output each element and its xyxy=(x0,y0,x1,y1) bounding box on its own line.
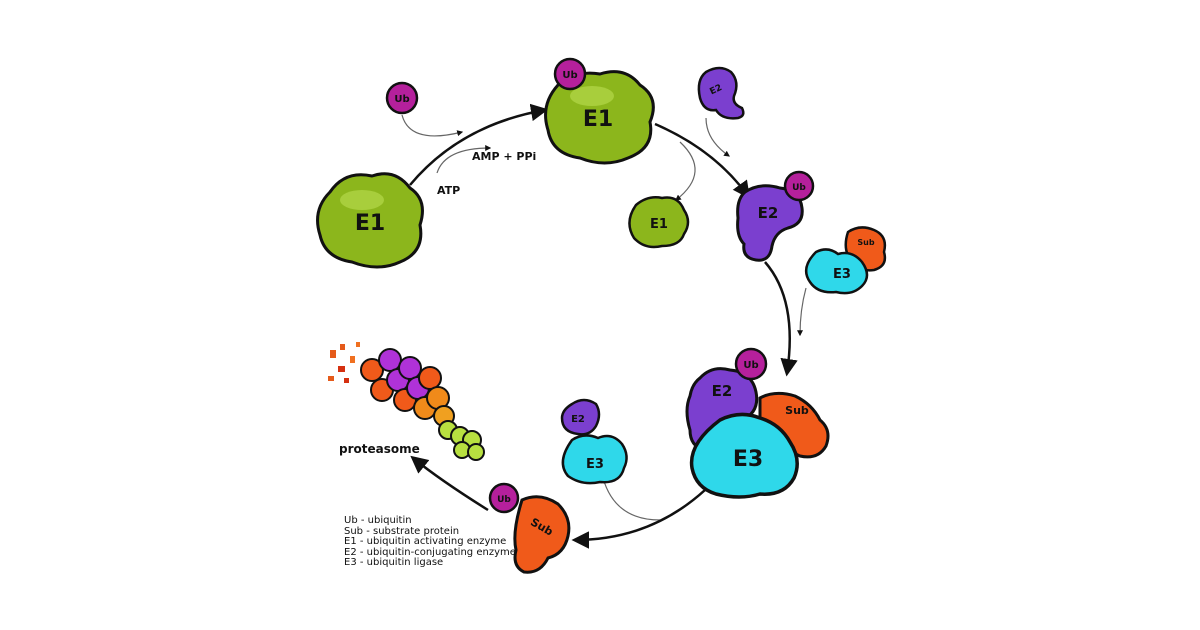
e2-label: E2 xyxy=(571,414,585,425)
e2-label: E2 xyxy=(758,204,779,222)
arrow-e1-activation xyxy=(409,103,549,186)
amp-ppi-label: AMP + PPi xyxy=(472,150,536,163)
e1-label: E1 xyxy=(650,217,668,232)
arrow-ub-in xyxy=(401,114,464,137)
arrow-e1-release xyxy=(675,141,696,201)
legend-item-e2: E2 - ubiquitin-conjugating enzyme xyxy=(344,546,516,558)
legend: Ub - ubiquitin Sub - substrate protein E… xyxy=(344,515,516,569)
sub-label: Sub xyxy=(857,238,874,247)
e2-ub-complex: E2 Ub xyxy=(736,170,815,262)
e2-enzyme-free: E2 xyxy=(697,66,745,120)
e3-label: E3 xyxy=(733,447,763,472)
ub-label: Ub xyxy=(743,360,758,371)
proteasome-icon xyxy=(328,342,485,461)
arrow-e3-sub-in xyxy=(797,287,807,337)
ub-label: Ub xyxy=(792,183,806,193)
legend-item-ub: Ub - ubiquitin xyxy=(344,515,412,526)
arrow-e2-to-e3 xyxy=(764,261,798,377)
sub-label: Sub xyxy=(785,404,809,417)
atp-label: ATP xyxy=(437,184,460,197)
ub-label: Ub xyxy=(497,495,511,505)
protein-fragments xyxy=(328,342,360,383)
e2-label: E2 xyxy=(712,382,733,400)
legend-item-e1: E1 - ubiquitin activating enzyme xyxy=(344,536,507,547)
ub-free: Ub xyxy=(385,81,419,115)
e1-label: E1 xyxy=(583,107,613,132)
proteasome-label: proteasome xyxy=(339,442,420,456)
arrow-to-proteasome xyxy=(410,455,489,512)
ub-sub-conjugate: Sub Ub xyxy=(488,482,571,574)
legend-item-sub: Sub - substrate protein xyxy=(344,525,460,537)
e1-enzyme-released: E1 xyxy=(628,196,690,249)
arrow-e1-to-e2 xyxy=(654,122,751,199)
ub-label: Ub xyxy=(562,70,577,81)
arrow-complex-to-ubsub xyxy=(571,489,706,549)
e1-enzyme-start: E1 xyxy=(316,172,424,269)
e2-label: E2 xyxy=(708,83,723,97)
ub-label: Ub xyxy=(394,94,409,105)
arrow-amp-ppi-out xyxy=(436,145,492,174)
e2-e3-released: E2 E3 xyxy=(560,398,628,485)
e2-e3-sub-ub-complex: Sub E2 E3 Ub xyxy=(685,347,830,499)
legend-item-e3: E3 - ubiquitin ligase xyxy=(344,557,444,568)
e3-label: E3 xyxy=(586,457,604,472)
e1-label: E1 xyxy=(355,211,385,236)
e3-sub-complex: Sub E3 xyxy=(804,226,887,295)
e1-ub-complex: E1 Ub xyxy=(544,57,655,165)
arrow-e2-in xyxy=(705,117,730,157)
e3-label: E3 xyxy=(833,267,851,282)
arrow-release-e2-e3 xyxy=(601,476,661,521)
